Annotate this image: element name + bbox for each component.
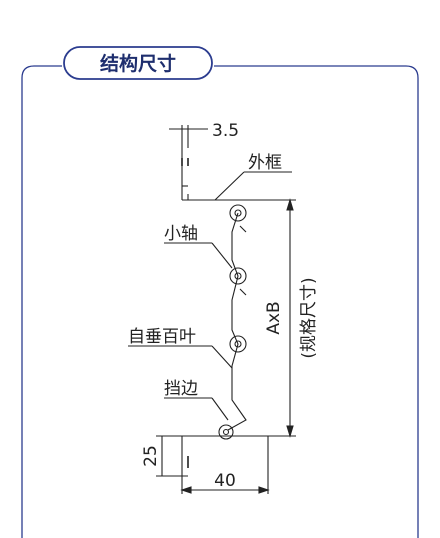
- pivot-axis-3: [229, 335, 247, 353]
- blade-stub-upper: [239, 225, 247, 233]
- label-spec-size-note: (规格尺寸): [299, 277, 319, 358]
- outer-frame-border: [21, 65, 419, 538]
- dim-40-arrow-right: [258, 486, 270, 494]
- pivot-axis-1-inner: [234, 209, 242, 217]
- leader-louver: [211, 345, 233, 369]
- dim-axb-arrow-bottom: [286, 425, 294, 438]
- label-spec-size: AxB: [264, 301, 284, 334]
- pivot-axis-3-inner: [234, 340, 242, 348]
- leader-stop-edge: [211, 397, 229, 421]
- leader-outer-frame: [214, 171, 245, 201]
- pivot-axis-2: [229, 267, 247, 285]
- louver-drawing: [128, 125, 296, 494]
- pivot-axis-4: [218, 424, 234, 440]
- pivot-axis-4-inner: [222, 428, 230, 436]
- blade-stub-mid: [239, 288, 247, 296]
- page-title: 结构尺寸: [100, 52, 176, 75]
- blade-profile: [227, 212, 247, 431]
- pivot-axis-2-inner: [234, 272, 242, 280]
- dim-40-arrow-left: [180, 486, 192, 494]
- label-self-weight-louver: 自垂百叶: [128, 327, 196, 347]
- title-badge: [63, 46, 213, 80]
- dim-axb-arrow-top: [286, 198, 294, 211]
- label-outer-frame: 外框: [248, 153, 282, 173]
- label-small-axis: 小轴: [164, 224, 198, 244]
- dim-top-value: 3.5: [212, 121, 239, 141]
- label-stop-edge: 挡边: [164, 379, 198, 399]
- pivot-axis-1: [229, 204, 247, 222]
- dim-bottom-width-value: 40: [214, 471, 236, 491]
- dim-bottom-height-value: 25: [141, 445, 161, 467]
- leader-small-axis: [211, 242, 233, 269]
